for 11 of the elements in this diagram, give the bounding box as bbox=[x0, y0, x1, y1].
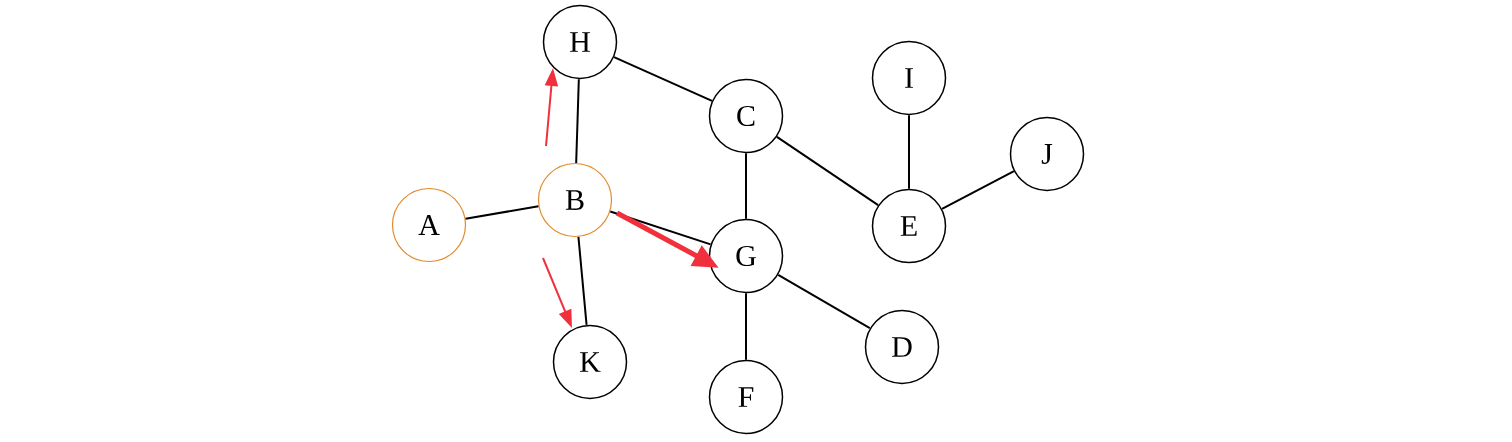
edge-line bbox=[613, 56, 713, 102]
edge-line bbox=[745, 292, 747, 361]
edge-line bbox=[577, 235, 588, 326]
edge-line bbox=[941, 170, 1015, 210]
edge-line bbox=[575, 78, 580, 164]
edge-line bbox=[745, 152, 747, 220]
edge-line bbox=[777, 273, 871, 330]
edge-line bbox=[609, 210, 712, 246]
edge-line bbox=[775, 135, 880, 207]
edge-line bbox=[908, 114, 910, 190]
edge-line bbox=[464, 205, 540, 220]
